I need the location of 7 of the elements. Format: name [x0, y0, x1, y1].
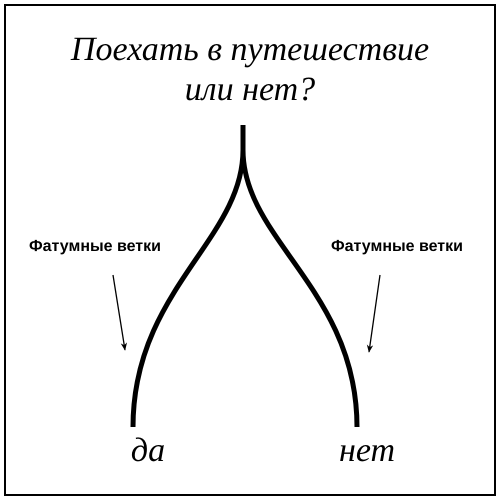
- callout-label: Фатумные ветки: [15, 235, 175, 263]
- question-title: Поехать в путешествие или нет?: [60, 30, 440, 125]
- callout-label: Фатумные ветки: [312, 235, 482, 263]
- answer-label: да: [118, 425, 178, 470]
- leader-line: [112, 274, 128, 351]
- leader-line: [366, 274, 381, 353]
- answer-label: нет: [322, 425, 412, 470]
